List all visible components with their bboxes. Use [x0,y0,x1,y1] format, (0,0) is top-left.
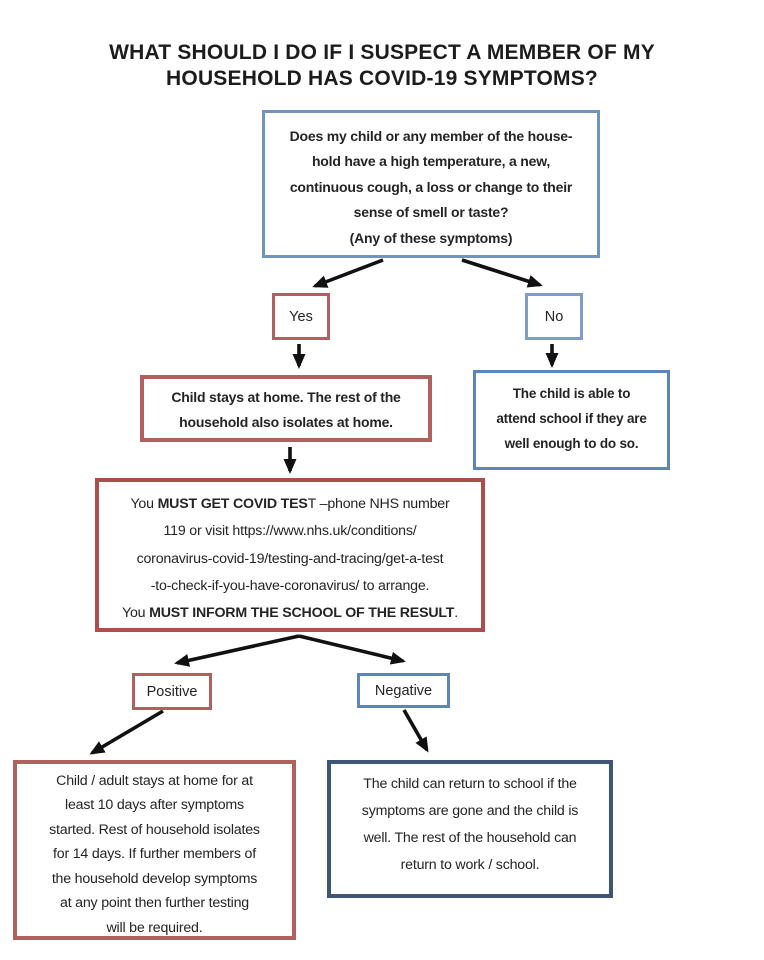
attend-school-text: The child is able to attend school if th… [496,386,647,451]
question-text: Does my child or any member of the house… [289,128,573,246]
return-school-text: The child can return to school if the sy… [361,776,579,873]
yes-box: Yes [272,293,330,340]
arrow-test-to-positive [174,634,300,667]
page-title: WHAT SHOULD I DO IF I SUSPECT A MEMBER O… [109,41,655,91]
positive-label: Positive [146,683,198,700]
arrow-question-to-yes [312,258,384,288]
return-school-box: The child can return to school if the sy… [327,760,613,898]
covid-test-box: You MUST GET COVID TEST –phone NHS numbe… [95,478,485,632]
no-label: No [544,308,564,325]
isolate-text: Child / adult stays at home for at least… [49,773,260,936]
negative-label: Negative [374,682,433,699]
arrow-question-to-no [461,258,543,288]
isolate-box: Child / adult stays at home for at least… [13,760,296,940]
arrow-positive-to-isolate [89,709,164,755]
arrow-test-to-negative [298,634,406,665]
attend-school-box: The child is able to attend school if th… [473,370,670,470]
question-box: Does my child or any member of the house… [262,110,600,258]
covid-test-text: You MUST GET COVID TEST –phone NHS numbe… [121,496,459,622]
yes-label: Yes [289,308,313,325]
stay-home-box: Child stays at home. The rest of the hou… [140,375,432,442]
stay-home-text: Child stays at home. The rest of the hou… [171,389,401,430]
positive-box: Positive [132,673,212,710]
negative-box: Negative [357,673,450,708]
arrow-negative-to-return [402,709,429,753]
no-box: No [525,293,583,340]
